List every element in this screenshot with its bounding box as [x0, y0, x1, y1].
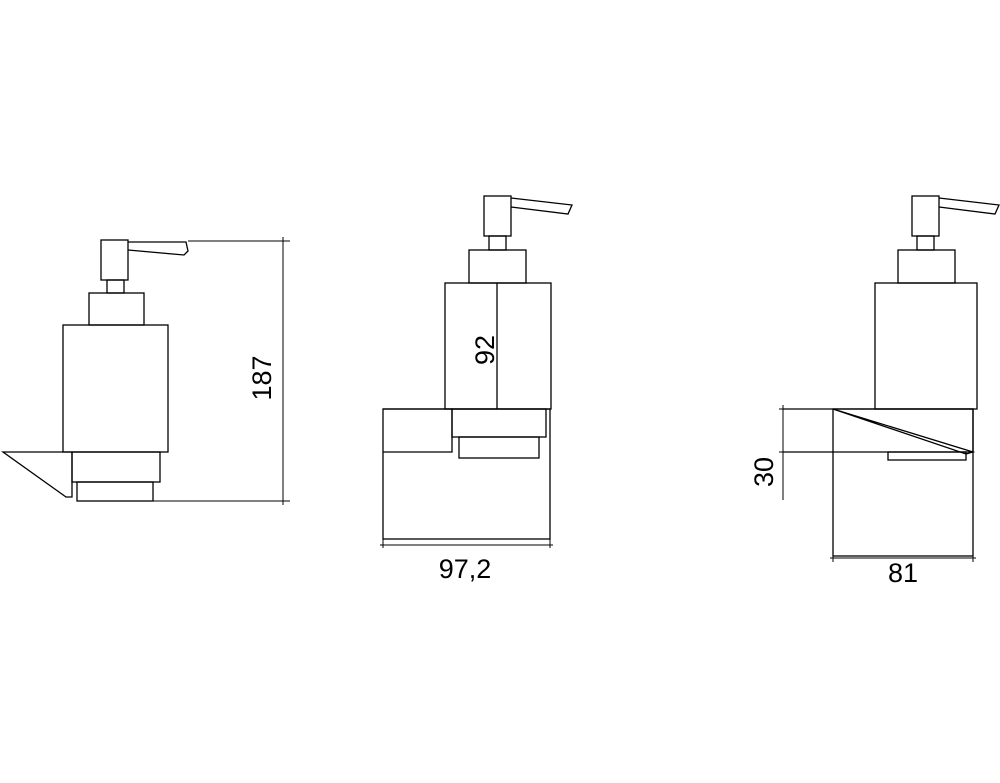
middle-view: 97,2 92	[380, 195, 573, 584]
right-pump-collar	[897, 249, 956, 284]
left-pump-nozzle	[100, 239, 189, 294]
left-wall-bracket	[0, 451, 73, 498]
left-container-body	[62, 324, 169, 453]
right-width-dimension	[830, 556, 976, 562]
middle-pump-nozzle	[483, 195, 573, 251]
right-width-label: 81	[888, 558, 918, 588]
middle-pump-collar	[468, 249, 527, 284]
left-container-base	[76, 481, 154, 502]
right-bracket-height-label: 30	[749, 457, 779, 487]
middle-width-dimension	[380, 539, 553, 548]
right-view: 30 81	[749, 195, 1000, 588]
middle-holder-ring	[451, 408, 547, 438]
middle-wall-bracket	[382, 408, 551, 540]
left-height-label: 187	[247, 355, 277, 400]
middle-width-label: 97,2	[439, 554, 492, 584]
right-pump-nozzle	[911, 195, 1000, 251]
middle-container-height-label: 92	[470, 335, 500, 365]
right-bracket-height-dimension	[779, 405, 790, 500]
middle-container-base	[458, 436, 540, 459]
left-view: 187	[0, 237, 290, 505]
left-holder-ring	[71, 451, 161, 483]
right-wall-bracket	[783, 408, 976, 557]
left-pump-collar	[88, 292, 145, 326]
right-container-body	[874, 282, 978, 410]
middle-bracket-step	[383, 408, 453, 453]
left-height-dimension	[153, 237, 290, 505]
